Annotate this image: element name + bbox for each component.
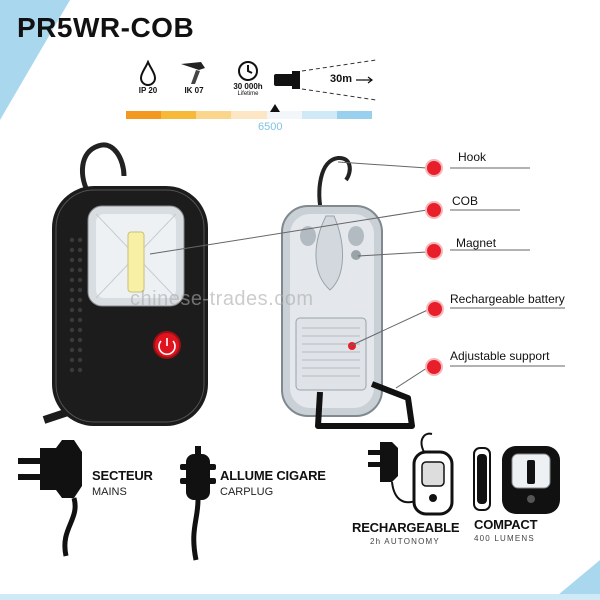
corner-decoration-bottom (552, 560, 600, 600)
magnet (351, 250, 361, 260)
callout-lines (149, 161, 565, 389)
impact-hammer-icon (181, 62, 205, 84)
spec-beam: 30m (272, 58, 382, 104)
scale-marker-icon (270, 104, 280, 112)
callout-dot-support (427, 360, 441, 374)
product-title: PR5WR-COB (17, 12, 195, 43)
car-plug-icon (180, 446, 216, 561)
rechargeable-sub: 2h AUTONOMY (370, 537, 440, 546)
callout-dot-cob (427, 203, 441, 217)
color-temperature-scale (126, 111, 372, 119)
compact-title: COMPACT (474, 517, 538, 532)
spec-lifetime-label: 30 000h (233, 82, 263, 91)
recharge-adapter-icon (368, 432, 454, 516)
spec-ik: IK 07 (177, 58, 211, 95)
spec-beam-label: 30m (330, 73, 353, 85)
beam-flashlight-icon (274, 59, 377, 101)
carplug-title: ALLUME CIGARE (220, 468, 326, 483)
front-lamp (42, 142, 208, 426)
adjustable-support (315, 381, 415, 429)
corner-decoration-top (0, 0, 70, 120)
callout-support: Adjustable support (450, 349, 550, 363)
callout-magnet: Magnet (456, 236, 497, 250)
color-temperature-label: 6500 (258, 121, 283, 133)
mains-sub: MAINS (92, 486, 127, 498)
rechargeable-title: RECHARGEABLE (352, 520, 460, 535)
callout-dot-battery (428, 302, 442, 316)
spec-ip: IP 20 (133, 60, 163, 95)
speaker-grille (69, 237, 83, 373)
battery-cover (295, 317, 367, 391)
clock-icon (238, 61, 258, 81)
compact-lamp-icon (473, 446, 560, 514)
callout-hook: Hook (458, 150, 487, 164)
callout-dot-hook (427, 161, 441, 175)
spec-lifetime: 30 000h Lifetime (228, 60, 268, 97)
mains-title: SECTEUR (92, 468, 153, 483)
spec-lifetime-sub: Lifetime (237, 91, 259, 97)
water-drop-icon (139, 60, 157, 86)
carplug-sub: CARPLUG (220, 486, 274, 498)
watermark: chinese-trades.com (130, 288, 314, 310)
back-lamp (281, 156, 415, 429)
back-hook (317, 156, 352, 217)
spec-ik-label: IK 07 (184, 86, 204, 95)
bottom-band (0, 594, 600, 600)
spec-ip-label: IP 20 (138, 86, 158, 95)
cob-led (127, 231, 145, 293)
callout-battery: Rechargeable battery (450, 292, 565, 306)
front-hook (79, 142, 127, 198)
callout-dot-magnet (427, 244, 441, 258)
mains-plug-icon (18, 440, 82, 557)
callout-cob: COB (452, 194, 479, 208)
compact-sub: 400 LUMENS (474, 534, 535, 543)
